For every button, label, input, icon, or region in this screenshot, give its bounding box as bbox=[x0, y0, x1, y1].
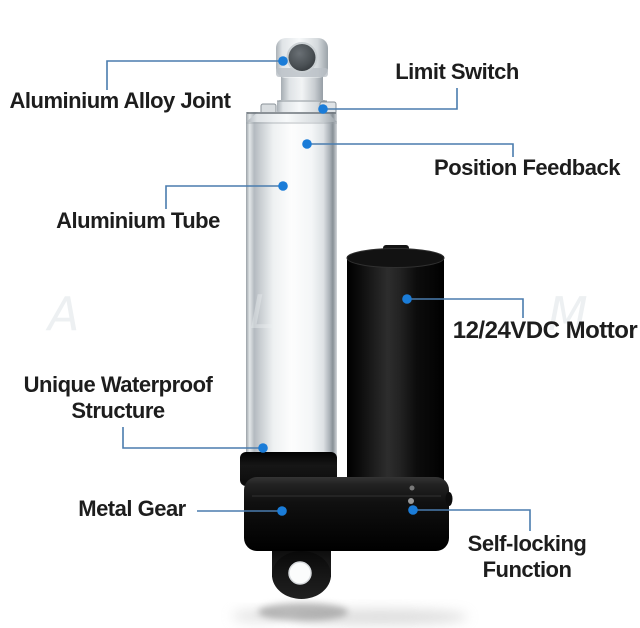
callout-waterproof bbox=[122, 427, 268, 453]
label-waterproof-line2: Structure bbox=[71, 398, 165, 423]
watermark-letter-a: A bbox=[45, 287, 79, 341]
floor-reflection bbox=[232, 603, 468, 625]
callout-position-feedback bbox=[302, 139, 514, 157]
callout-motor bbox=[402, 294, 524, 318]
callout-metal-gear bbox=[197, 506, 287, 516]
callout-aluminium-alloy-joint bbox=[106, 56, 288, 90]
label-aluminium-alloy-joint: Aluminium Alloy Joint bbox=[9, 88, 231, 113]
mounting-hole bbox=[288, 561, 312, 585]
label-self-locking: Self-locking Function bbox=[468, 531, 587, 583]
clevis-hole bbox=[288, 44, 316, 71]
label-waterproof-line1: Unique Waterproof bbox=[23, 372, 213, 397]
housing-screw bbox=[409, 485, 415, 491]
housing-side-bump bbox=[445, 492, 453, 506]
callout-self-locking bbox=[408, 505, 531, 531]
clevis-joint bbox=[276, 38, 328, 78]
watermark-letter-m: M bbox=[548, 287, 588, 341]
callouts bbox=[106, 56, 531, 531]
mounting-tab bbox=[272, 545, 331, 599]
label-position-feedback: Position Feedback bbox=[434, 155, 620, 180]
label-self-locking-line1: Self-locking bbox=[467, 531, 587, 556]
motor-body bbox=[346, 245, 445, 488]
label-waterproof-structure: Unique Waterproof Structure bbox=[24, 372, 213, 424]
watermark-letters: A L M bbox=[45, 285, 588, 341]
label-limit-switch: Limit Switch bbox=[395, 59, 519, 84]
callout-limit-switch bbox=[318, 88, 458, 114]
label-metal-gear: Metal Gear bbox=[78, 496, 186, 521]
watermark-letter-l: L bbox=[250, 285, 276, 339]
linear-actuator bbox=[240, 38, 453, 599]
label-motor: 12/24VDC Mottor bbox=[452, 317, 638, 344]
callout-aluminium-tube bbox=[165, 181, 288, 209]
outer-tube bbox=[246, 112, 337, 458]
label-self-locking-line2: Function bbox=[482, 557, 572, 582]
label-aluminium-tube: Aluminium Tube bbox=[56, 208, 220, 233]
gear-housing bbox=[244, 477, 453, 551]
clevis-hole-rim bbox=[286, 42, 318, 73]
housing-screw bbox=[408, 498, 414, 504]
